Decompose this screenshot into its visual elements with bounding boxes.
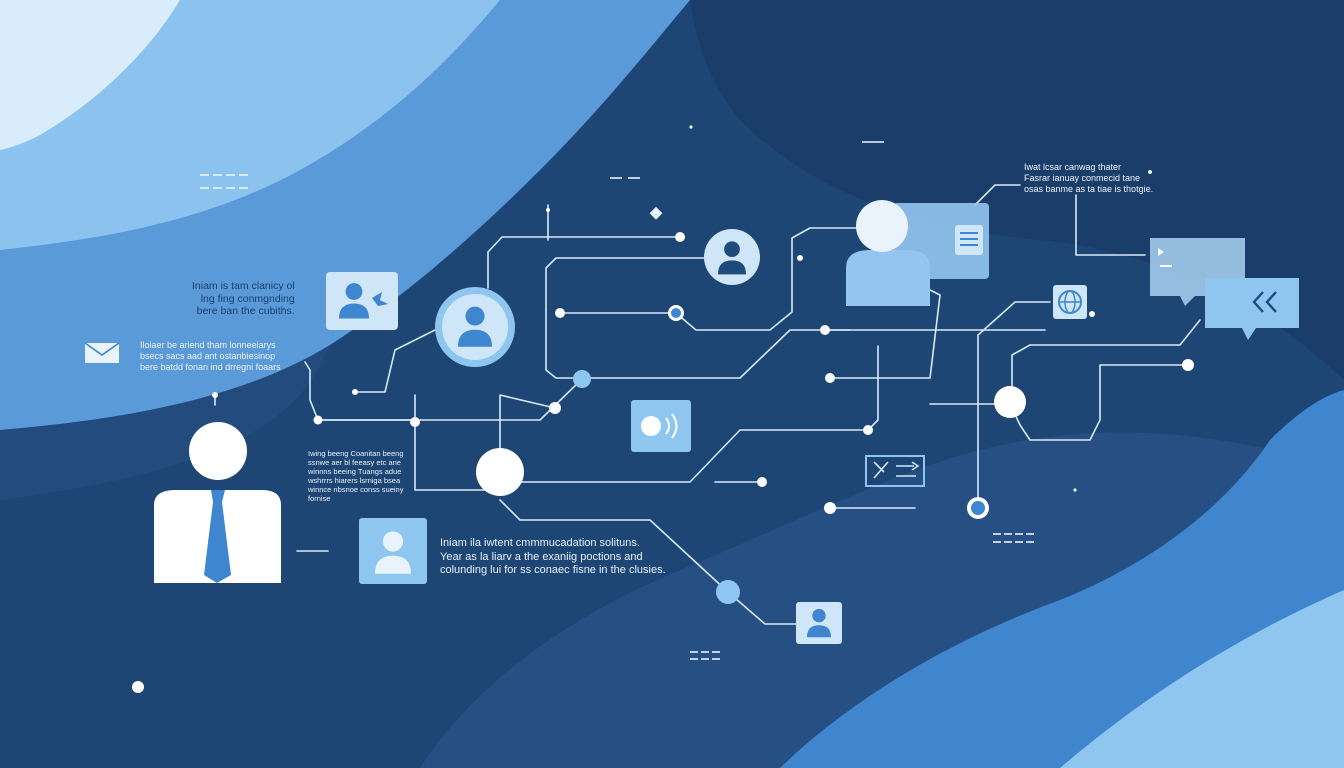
note-left: Iloiaer be ariend tham lonneeiarys bsecs…: [140, 340, 281, 372]
envelope-flap: [84, 342, 120, 356]
sparkle-dot: [1073, 488, 1077, 492]
node-dot: [546, 208, 550, 212]
node-dot: [132, 681, 144, 693]
person-circle-icon: [458, 306, 492, 347]
wave-top-left-pale: [0, 0, 180, 150]
note-top-left: Iniam is tam clanicy ol lng fing conmgnd…: [192, 280, 295, 317]
connection-line: [354, 329, 436, 393]
wave-top-right-dark: [690, 0, 1344, 380]
node-dot: [212, 392, 218, 398]
person-card-icon: [339, 283, 369, 319]
back-arrows-chat-icon: [1252, 291, 1277, 313]
person-card-icon-body: [339, 303, 369, 319]
person-tile-icon-head: [382, 531, 404, 552]
envelope-icon: [85, 343, 119, 363]
node-dot: [797, 255, 803, 261]
hub-node: [476, 448, 524, 496]
globe-meridian: [1064, 290, 1076, 314]
chat-bubble-mark: [1158, 248, 1164, 256]
node-dots: [132, 208, 1194, 693]
wave-bottom-right-light: [1060, 590, 1344, 768]
presenter-tie: [204, 490, 231, 583]
connection-line: [977, 301, 1051, 509]
connection-line: [727, 591, 798, 625]
node-dot: [825, 373, 835, 383]
presenter-head: [189, 422, 247, 480]
connection-line: [487, 236, 681, 289]
node-dot: [313, 415, 323, 425]
note-top-right: Iwat lcsar canwag thater Fasrar ianuay c…: [1024, 162, 1154, 194]
cross-arrows-card: [865, 455, 925, 487]
ring-node-core: [671, 308, 681, 318]
connection-line: [829, 289, 941, 379]
node-dot: [757, 477, 767, 487]
person-badge-icon: [718, 241, 746, 275]
cross-arrows-icon: [873, 461, 920, 479]
person-card: [326, 272, 398, 330]
node-dot: [410, 417, 420, 427]
large-person-icon: [856, 200, 908, 252]
connection-line: [545, 257, 719, 311]
node-dot: [1089, 311, 1095, 317]
node-dot: [555, 308, 565, 318]
voice-wave-icon: [641, 416, 661, 436]
connection-line: [675, 227, 869, 331]
small-person-tile: [796, 602, 842, 644]
person-badge-icon-body: [718, 260, 746, 275]
back-arrows-chat: [1205, 278, 1299, 340]
node-dot: [549, 402, 561, 414]
person-circle-inner: [442, 294, 508, 360]
connection-line: [304, 361, 416, 421]
person-circle-icon-head: [465, 306, 485, 326]
ring-node-core: [971, 501, 985, 515]
small-person-tile-icon-head: [812, 608, 826, 623]
node-dot: [1182, 359, 1194, 371]
small-person-tile-icon-body: [807, 625, 831, 638]
connection-line: [499, 499, 729, 593]
node-dot: [820, 325, 830, 335]
blue-node: [573, 370, 591, 388]
node-dot: [675, 232, 685, 242]
sparkle-dot: [689, 125, 693, 129]
note-main: Iniam ila iwtent cmmmucadation solituns.…: [440, 537, 666, 576]
blue-node: [716, 580, 740, 604]
diamond-mark: [649, 206, 663, 220]
send-arrow-icon: [372, 292, 388, 306]
connection-line: [1075, 194, 1146, 256]
connection-line: [974, 184, 1021, 206]
connection-line: [1009, 364, 1189, 441]
node-dot: [863, 425, 873, 435]
decorative-dashes: [200, 141, 1034, 660]
person-card-icon-head: [345, 283, 363, 300]
person-badge-icon-head: [724, 241, 740, 258]
person-circle-icon-body: [458, 329, 492, 347]
note-mid-left: Iwing beeng Coanitan beeng ssnwe aer bl …: [308, 449, 404, 503]
wave-left-shade: [0, 345, 330, 500]
node-dot: [352, 389, 358, 395]
connection-line: [1011, 319, 1201, 401]
connection-line: [545, 309, 851, 379]
voice-wave-arc: [665, 413, 678, 439]
person-tile-icon-body: [375, 555, 411, 574]
connection-line: [499, 394, 556, 473]
hub-node: [994, 386, 1026, 418]
connection-line: [317, 378, 583, 421]
person-tile-icon: [375, 531, 411, 574]
large-person-body: [846, 250, 930, 306]
node-dot: [824, 502, 836, 514]
sparkle-dot: [1148, 170, 1152, 174]
small-person-tile-icon: [807, 608, 831, 638]
connection-line: [867, 345, 879, 431]
